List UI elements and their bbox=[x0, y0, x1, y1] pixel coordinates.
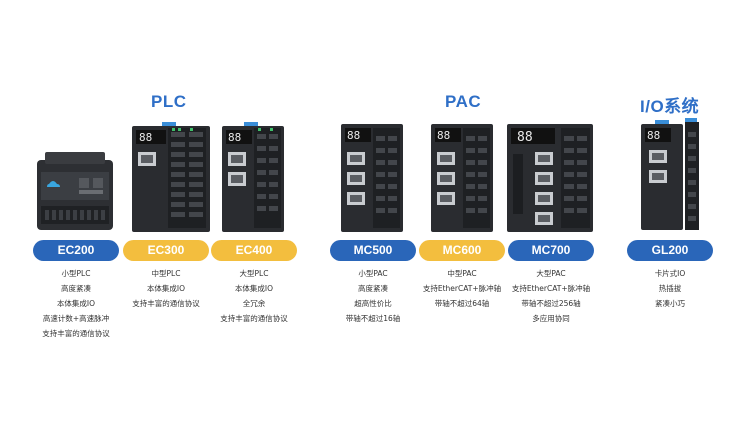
feature-line: 带轴不超过64轴 bbox=[434, 299, 490, 308]
group-title-plc: PLC bbox=[151, 92, 187, 111]
mc700-description: 大型PAC 支持EtherCAT+脉冲轴 带轴不超过256轴 多应用协同 bbox=[491, 266, 611, 326]
gl200-device-image: 88 bbox=[641, 118, 699, 230]
feature-line: 支持EtherCAT+脉冲轴 bbox=[422, 284, 502, 293]
group-title-pac: PAC bbox=[445, 92, 482, 111]
product-badge-mc700[interactable]: MC700 bbox=[508, 240, 594, 261]
feature-line: 本体集成IO bbox=[234, 284, 274, 293]
product-badge-ec200[interactable]: EC200 bbox=[33, 240, 119, 261]
feature-line: 带轴不超过256轴 bbox=[521, 299, 581, 308]
feature-line: 全冗余 bbox=[242, 299, 266, 308]
feature-line: 高度紧凑 bbox=[358, 284, 388, 293]
mc700-device-image: 88 bbox=[507, 124, 593, 232]
product-badge-gl200[interactable]: GL200 bbox=[627, 240, 713, 261]
product-badge-mc500[interactable]: MC500 bbox=[330, 240, 416, 261]
feature-line: 高度紧凑 bbox=[61, 284, 91, 293]
product-badge-ec300[interactable]: EC300 bbox=[123, 240, 209, 261]
cloud-logo-icon bbox=[47, 181, 60, 187]
ec400-device-image: 88 bbox=[222, 122, 284, 232]
feature-line: 热插拔 bbox=[658, 284, 682, 293]
ec200-description: 小型PLC 高度紧凑 本体集成IO 高速计数+高速脉冲 支持丰富的通信协议 bbox=[16, 266, 136, 341]
mc600-description: 中型PAC 支持EtherCAT+脉冲轴 带轴不超过64轴 bbox=[402, 266, 522, 311]
mc500-device-image: 88 bbox=[341, 124, 403, 232]
product-badge-ec400[interactable]: EC400 bbox=[211, 240, 297, 261]
feature-line: 本体集成IO bbox=[56, 299, 96, 308]
product-badge-mc600[interactable]: MC600 bbox=[419, 240, 505, 261]
feature-line: 中型PAC bbox=[447, 269, 477, 278]
feature-line: 小型PAC bbox=[358, 269, 388, 278]
feature-line: 超高性价比 bbox=[354, 299, 392, 308]
svg-text:88: 88 bbox=[517, 130, 533, 145]
group-title-io: I/O系统 bbox=[640, 97, 700, 116]
mc600-device-image: 88 bbox=[431, 124, 493, 232]
mc500-description: 小型PAC 高度紧凑 超高性价比 带轴不超过16轴 bbox=[313, 266, 433, 326]
svg-text:88: 88 bbox=[647, 129, 660, 142]
ec200-device-image bbox=[37, 152, 113, 230]
feature-line: 大型PLC bbox=[239, 269, 269, 278]
ec300-device-image: 88 bbox=[132, 122, 210, 232]
feature-line: 本体集成IO bbox=[146, 284, 186, 293]
svg-text:88: 88 bbox=[437, 129, 450, 142]
feature-line: 支持丰富的通信协议 bbox=[42, 329, 110, 338]
feature-line: 多应用协同 bbox=[532, 314, 570, 323]
feature-line: 紧凑小巧 bbox=[655, 299, 685, 308]
feature-line: 支持EtherCAT+脉冲轴 bbox=[511, 284, 591, 293]
feature-line: 小型PLC bbox=[61, 269, 91, 278]
ec300-description: 中型PLC 本体集成IO 支持丰富的通信协议 bbox=[106, 266, 226, 311]
feature-line: 卡片式IO bbox=[654, 269, 686, 278]
feature-line: 支持丰富的通信协议 bbox=[132, 299, 200, 308]
ec400-description: 大型PLC 本体集成IO 全冗余 支持丰富的通信协议 bbox=[194, 266, 314, 326]
gl200-description: 卡片式IO 热插拔 紧凑小巧 bbox=[610, 266, 730, 311]
svg-text:88: 88 bbox=[139, 131, 152, 144]
svg-text:88: 88 bbox=[347, 129, 360, 142]
feature-line: 带轴不超过16轴 bbox=[345, 314, 401, 323]
feature-line: 支持丰富的通信协议 bbox=[220, 314, 288, 323]
svg-text:88: 88 bbox=[228, 131, 241, 144]
feature-line: 高速计数+高速脉冲 bbox=[42, 314, 110, 323]
feature-line: 中型PLC bbox=[151, 269, 181, 278]
feature-line: 大型PAC bbox=[536, 269, 566, 278]
